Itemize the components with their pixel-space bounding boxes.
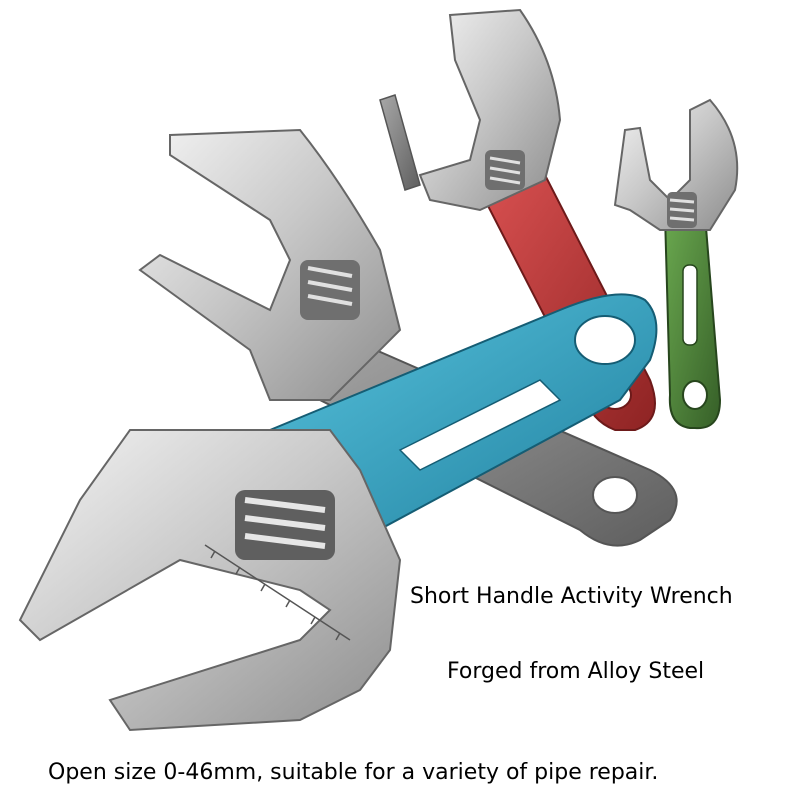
worm-gear-icon [300,260,360,320]
green-wrench [613,98,739,430]
measurement-scale [204,544,351,641]
caption-product-name: Short Handle Activity Wrench [410,584,733,609]
worm-gear-icon [667,192,697,228]
worm-gear-icon [485,150,525,190]
caption-material: Forged from Alloy Steel [447,659,705,684]
blue-wrench [18,293,658,732]
caption-open-size: Open size 0-46mm, suitable for a variety… [48,760,659,785]
worm-gear-icon [235,490,335,560]
